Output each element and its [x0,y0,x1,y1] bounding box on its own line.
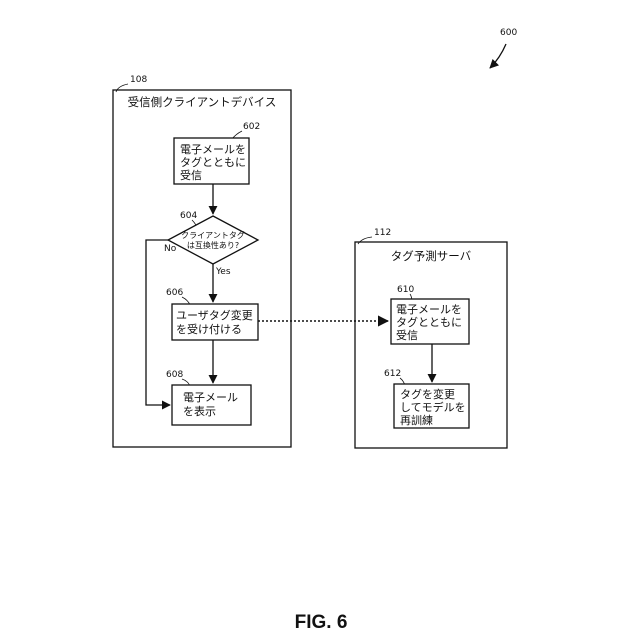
step-604-diamond [168,216,258,264]
step-612-line-2: してモデルを [400,400,466,414]
step-612-line-3: 再訓練 [400,413,433,427]
step-602-ref: 602 [243,122,260,132]
step-608-line-1: 電子メール [183,391,238,404]
step-604-no-label: No [164,244,177,254]
step-610-ref: 610 [397,285,414,295]
client-ref-leader [116,84,128,92]
step-610-line-1: 電子メールを [396,303,462,316]
step-610-line-2: タグとともに [396,315,462,329]
server-ref-label: 112 [374,228,391,238]
step-608-ref: 608 [166,370,183,380]
step-602-line-3: 受信 [180,169,202,182]
step-612-line-1: タグを変更 [400,387,455,401]
step-608-line-2: を表示 [183,404,216,418]
step-604-ref: 604 [180,211,197,221]
step-602-line-1: 電子メールを [180,143,246,156]
step-606-line-1: ユーザタグ変更 [176,308,253,322]
step-610-line-3: 受信 [396,329,418,342]
step-604-line-2: は互換性あり? [187,240,239,250]
figure-label: FIG. 6 [295,612,348,633]
step-604-yes-label: Yes [215,267,231,277]
step-612-ref: 612 [384,369,401,379]
step-606-ref: 606 [166,288,183,298]
step-604-line-1: クライアントタグ [181,230,245,240]
client-device-title: 受信側クライアントデバイス [128,95,277,109]
arrow-604-no-to-608 [146,240,170,405]
client-ref-label: 108 [130,75,147,85]
step-606-line-2: を受け付ける [176,323,242,336]
server-ref-leader [358,237,372,244]
server-title: タグ予測サーバ [391,249,472,263]
step-602-line-2: タグとともに [180,155,246,169]
figure-ref-arrow [490,44,506,68]
figure-ref-label: 600 [500,28,517,38]
